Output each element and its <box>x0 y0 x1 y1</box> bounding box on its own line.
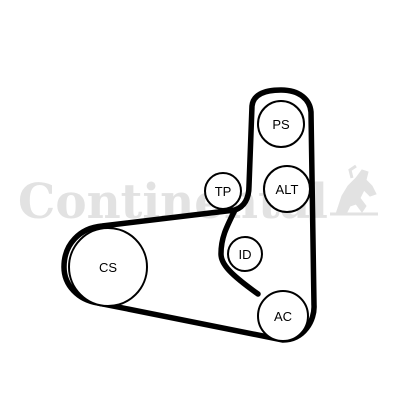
pulley-cs-label: CS <box>99 260 117 275</box>
pulley-alt: ALT <box>263 165 311 213</box>
pulley-ps: PS <box>257 100 305 148</box>
pulley-id-circle <box>227 236 263 272</box>
pulley-tp: TP <box>204 172 242 210</box>
inner-belt-path <box>218 207 261 297</box>
pulley-tp-circle <box>204 172 242 210</box>
pulley-cs: CS <box>68 227 148 307</box>
pulley-ac-circle <box>257 290 309 342</box>
watermark: Continental <box>18 164 378 230</box>
pulley-ac: AC <box>257 290 309 342</box>
pulley-id-label: ID <box>239 247 252 262</box>
pulley-cs-circle <box>68 227 148 307</box>
pulley-id: ID <box>227 236 263 272</box>
pulley-tp-label: TP <box>215 184 232 199</box>
pulley-alt-circle <box>263 165 311 213</box>
pulley-alt-label: ALT <box>276 182 299 197</box>
pulley-ps-label: PS <box>272 117 290 132</box>
pulley-ac-label: AC <box>274 309 292 324</box>
horse-icon <box>335 164 377 215</box>
pulley-ps-circle <box>257 100 305 148</box>
